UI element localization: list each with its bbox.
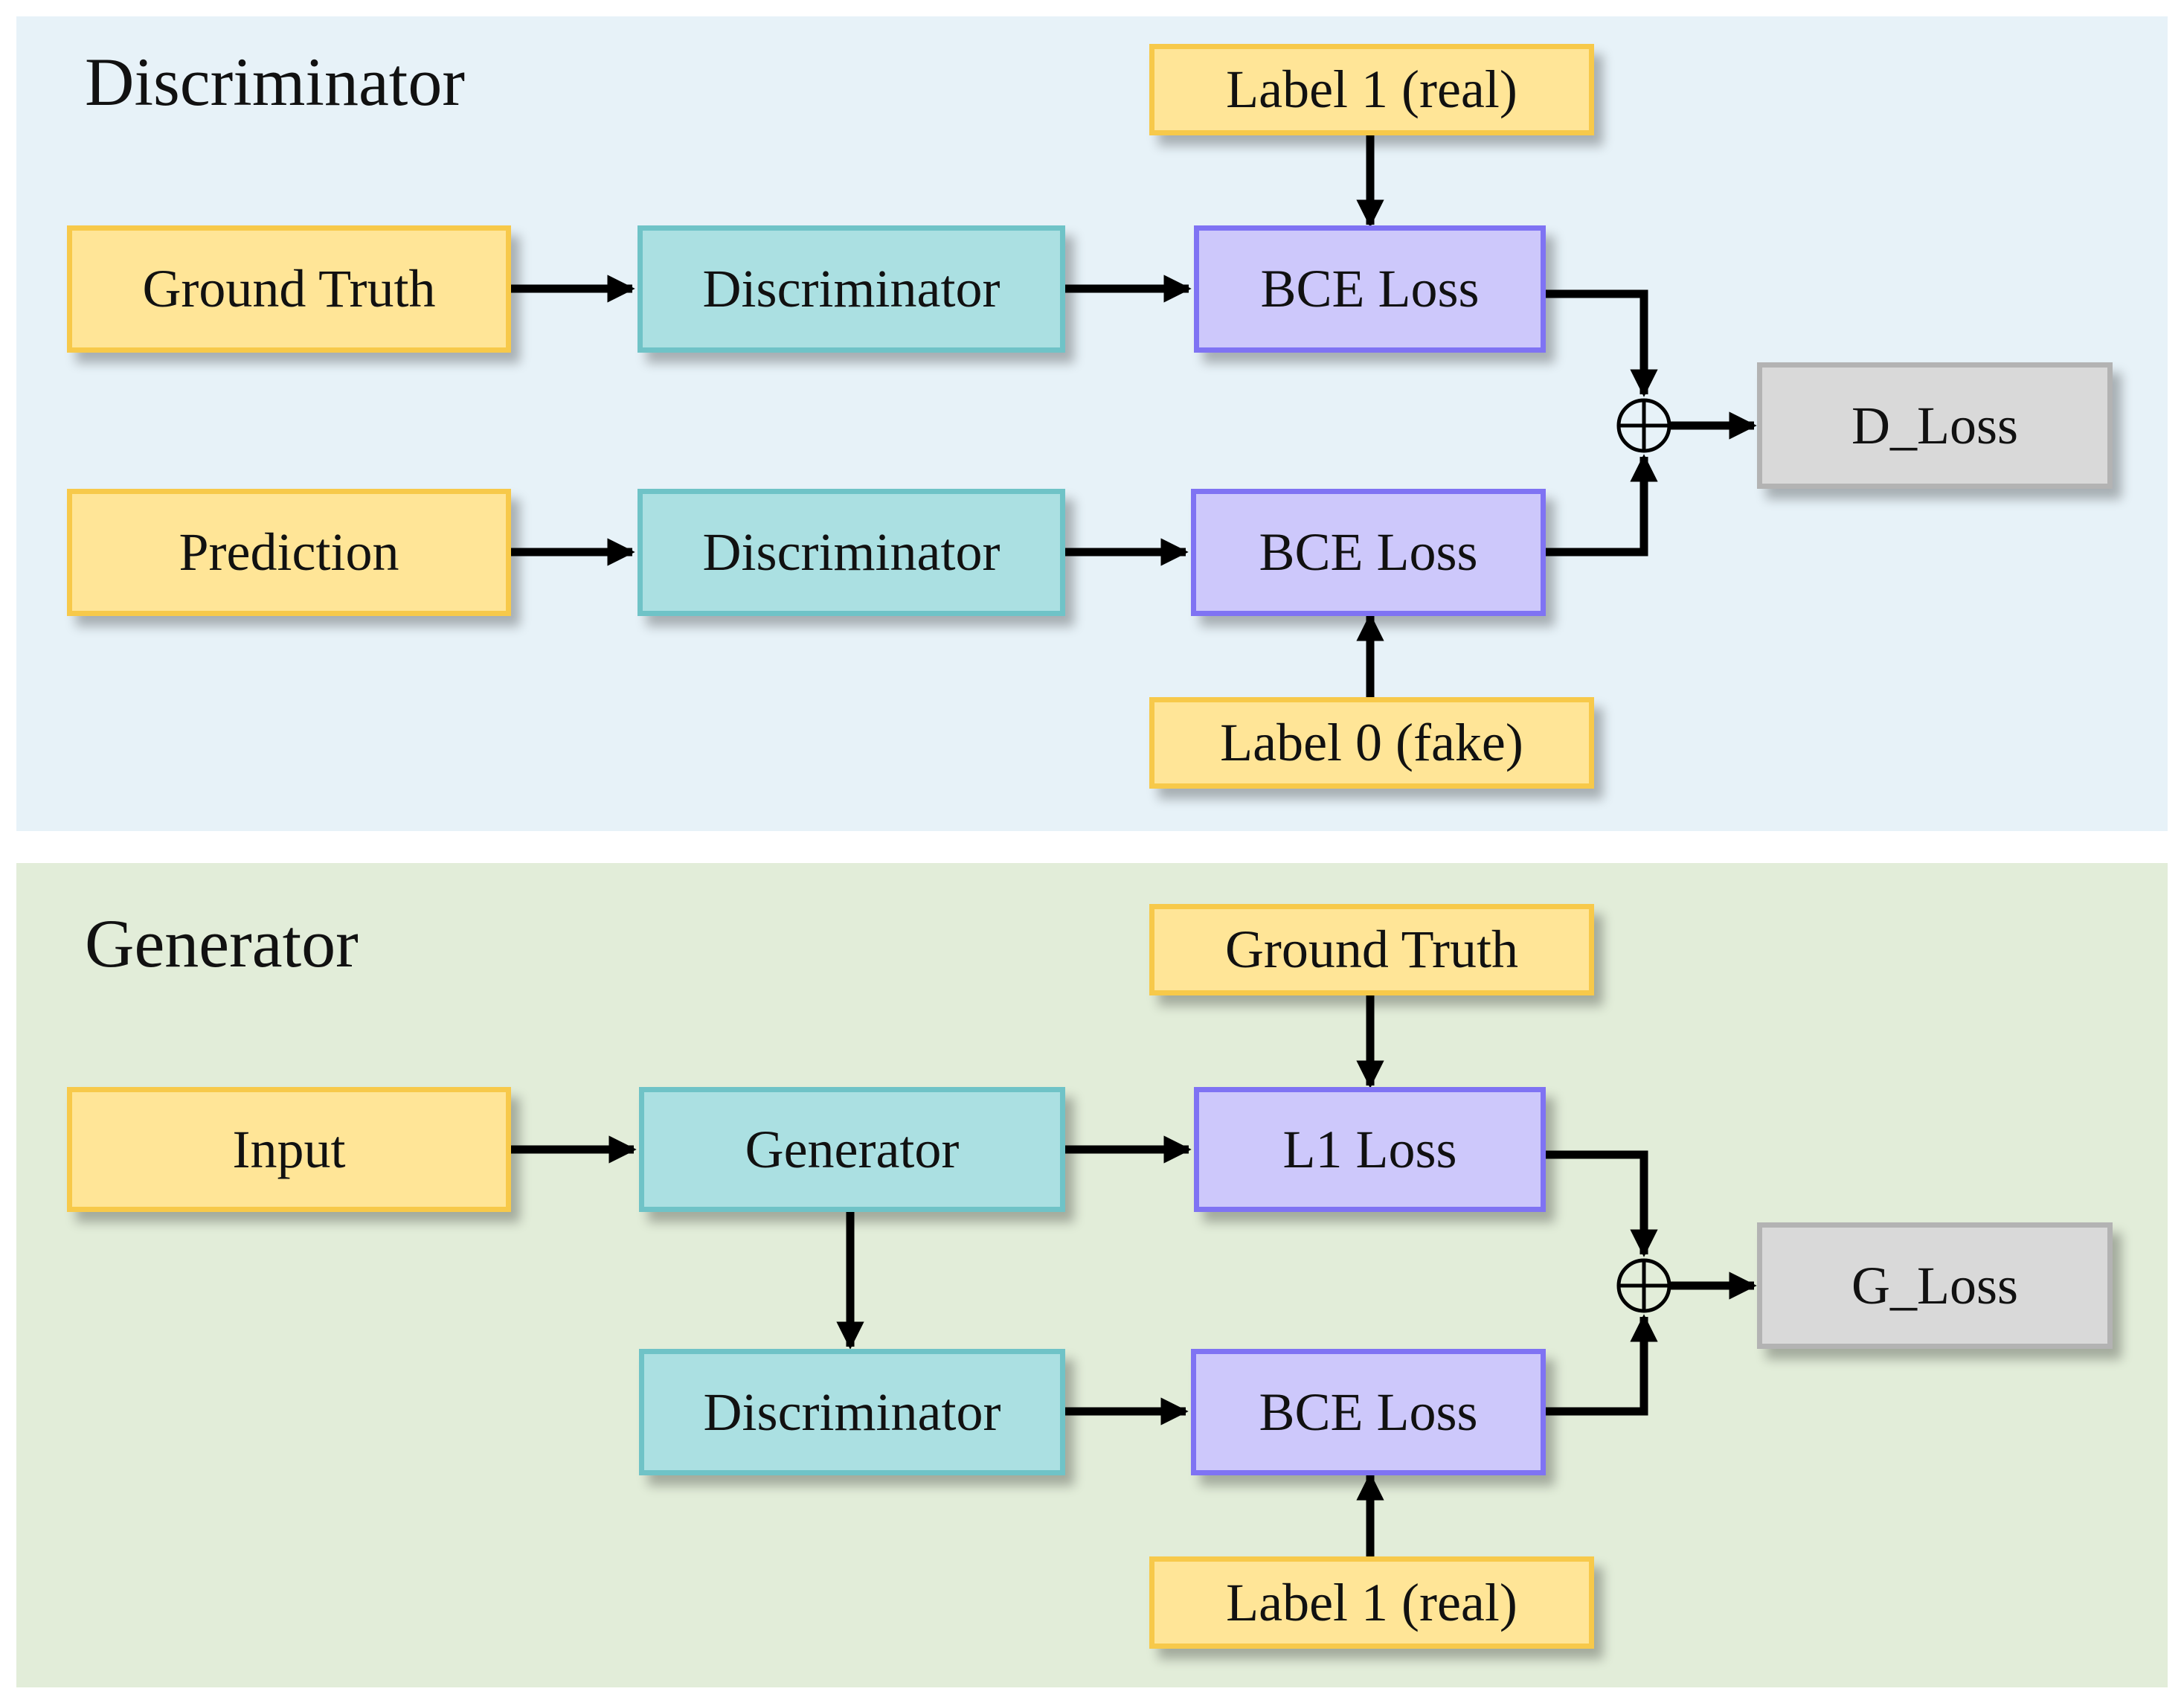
arrow-bce-loss-to-sum <box>1546 1314 1658 1416</box>
g-generator-box: Generator <box>639 1087 1065 1212</box>
d-prediction-box: Prediction <box>67 489 511 616</box>
g-ground-truth-box: Ground Truth <box>1149 904 1594 995</box>
d-sum-node <box>1616 398 1671 453</box>
d-bce-loss-top-box: BCE Loss <box>1194 225 1546 353</box>
g-sum-node <box>1616 1258 1671 1313</box>
d-bce-loss-bottom-box: BCE Loss <box>1191 489 1546 616</box>
arrow-bce-bottom-to-sum <box>1546 454 1658 557</box>
generator-panel-title: Generator <box>85 905 359 981</box>
g-label-real-box: Label 1 (real) <box>1149 1556 1594 1649</box>
discriminator-panel-title: Discriminator <box>85 44 465 120</box>
arrow-l1-loss-to-sum <box>1546 1150 1658 1257</box>
g-discriminator-box: Discriminator <box>639 1349 1065 1475</box>
g-l1-loss-box: L1 Loss <box>1194 1087 1546 1212</box>
g-input-box: Input <box>67 1087 511 1212</box>
d-discriminator-bottom-box: Discriminator <box>637 489 1065 616</box>
d-label-real-box: Label 1 (real) <box>1149 44 1594 135</box>
g-loss-box: G_Loss <box>1757 1222 2113 1349</box>
d-discriminator-top-box: Discriminator <box>637 225 1065 353</box>
arrow-bce-top-to-sum <box>1546 289 1658 397</box>
d-label-fake-box: Label 0 (fake) <box>1149 697 1594 789</box>
d-loss-box: D_Loss <box>1757 362 2113 489</box>
d-ground-truth-box: Ground Truth <box>67 225 511 353</box>
g-bce-loss-box: BCE Loss <box>1191 1349 1546 1475</box>
